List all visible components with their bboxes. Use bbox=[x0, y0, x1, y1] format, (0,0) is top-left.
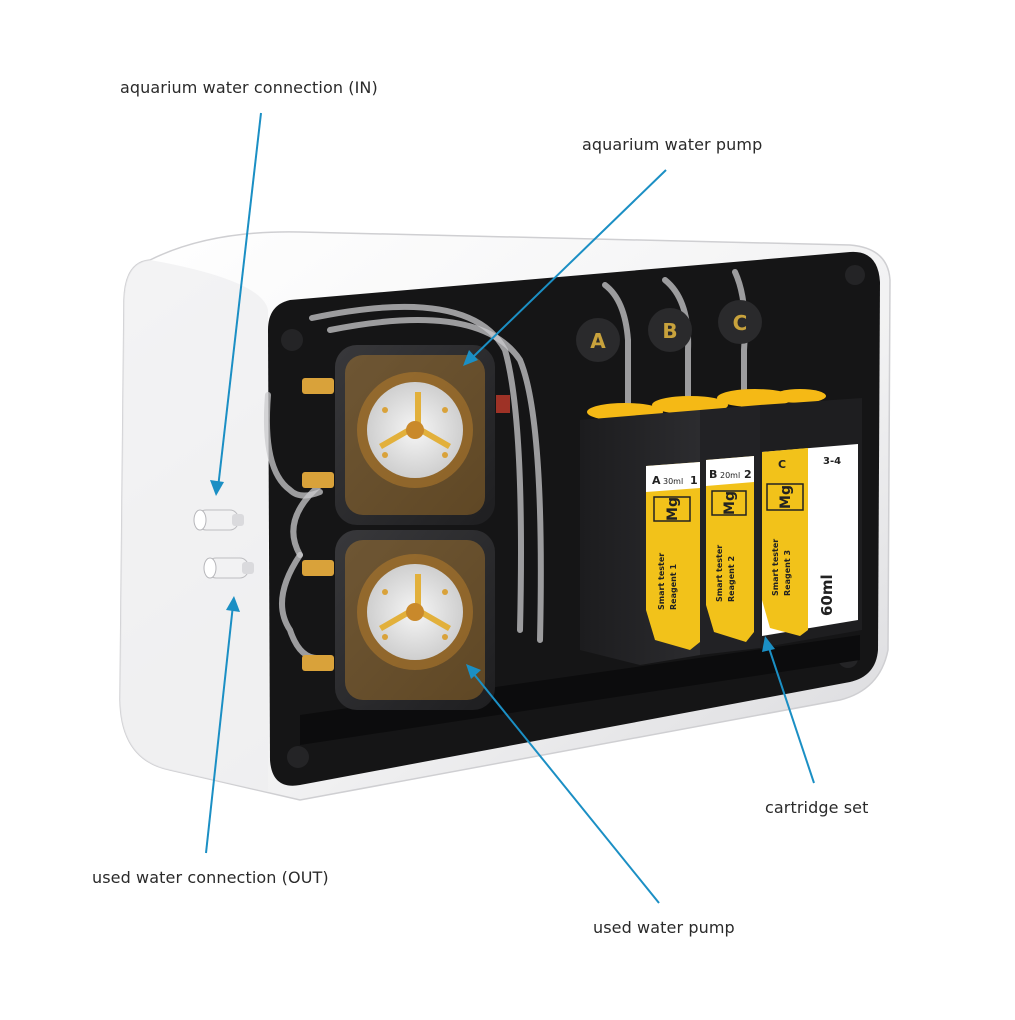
cartridge-c-brand: Smart tester bbox=[771, 539, 780, 596]
slot-a-letter: A bbox=[590, 329, 606, 353]
used-water-pump bbox=[302, 530, 495, 710]
rotor-icon bbox=[379, 574, 451, 631]
screw-icon bbox=[287, 746, 309, 768]
cartridge-a-index: 1 bbox=[690, 474, 698, 487]
label-used-pump: used water pump bbox=[593, 918, 735, 937]
slot-c-letter: C bbox=[733, 311, 748, 335]
cartridge-b-letter: B bbox=[709, 468, 717, 481]
slot-a: A bbox=[576, 318, 620, 362]
slot-c: C bbox=[718, 300, 762, 344]
cartridge-b-element: Mg bbox=[722, 491, 738, 515]
cartridge-caps bbox=[587, 389, 826, 421]
callout-outlet bbox=[205, 596, 240, 854]
screw-icon bbox=[845, 265, 865, 285]
cartridge-b-brand: Smart tester bbox=[715, 545, 724, 602]
screw-icon bbox=[281, 329, 303, 351]
cartridge-b-reagent: Reagent 2 bbox=[727, 556, 736, 602]
label-outlet: used water connection (OUT) bbox=[92, 868, 329, 887]
label-aquarium-pump: aquarium water pump bbox=[582, 135, 763, 154]
label-inlet: aquarium water connection (IN) bbox=[120, 78, 378, 97]
cartridge-c-reagent: Reagent 3 bbox=[783, 550, 792, 596]
fitting bbox=[302, 655, 334, 671]
label-cartridge-set: cartridge set bbox=[765, 798, 869, 817]
cartridge-a-brand: Smart tester bbox=[657, 553, 666, 610]
cartridge-c-label: C 3-4 Mg Smart tester Reagent 3 60ml bbox=[762, 444, 858, 636]
cartridge-b-volume: 20ml bbox=[720, 471, 740, 480]
hose-connectors bbox=[193, 509, 254, 579]
cartridge-b-label: B 20ml 2 Mg Smart tester Reagent 2 bbox=[706, 456, 754, 642]
callout-cartridge-set bbox=[762, 636, 815, 784]
slot-b-letter: B bbox=[662, 319, 677, 343]
cartridge-a-reagent: Reagent 1 bbox=[669, 564, 678, 610]
callout-inlet bbox=[210, 112, 262, 496]
cartridge-a-letter: A bbox=[652, 474, 661, 487]
fitting bbox=[302, 472, 334, 488]
cartridge-a-volume: 30ml bbox=[663, 477, 683, 486]
inlet-connector bbox=[193, 509, 244, 531]
cartridge-c-index: 3-4 bbox=[823, 456, 841, 467]
rotor-icon bbox=[379, 392, 451, 449]
cartridge-a-element: Mg bbox=[665, 497, 681, 521]
cartridge-a-label: A 30ml 1 Mg Smart tester Reagent 1 bbox=[646, 462, 700, 650]
aquarium-water-pump bbox=[302, 345, 510, 525]
cartridge-c-letter: C bbox=[778, 458, 786, 471]
cartridge-c-element: Mg bbox=[778, 485, 794, 509]
slot-b: B bbox=[648, 308, 692, 352]
outlet-connector bbox=[203, 557, 254, 579]
callout-lines bbox=[205, 112, 815, 904]
callout-used-pump bbox=[466, 664, 660, 904]
cartridge-set: A 30ml 1 Mg Smart tester Reagent 1 B 20m… bbox=[580, 389, 862, 665]
fitting bbox=[302, 560, 334, 576]
fitting bbox=[302, 378, 334, 394]
slot-sockets: A B C bbox=[576, 300, 762, 362]
callout-aquarium-pump bbox=[463, 169, 667, 366]
cartridge-c-total: 60ml bbox=[818, 574, 836, 616]
cartridge-b-index: 2 bbox=[744, 468, 752, 481]
